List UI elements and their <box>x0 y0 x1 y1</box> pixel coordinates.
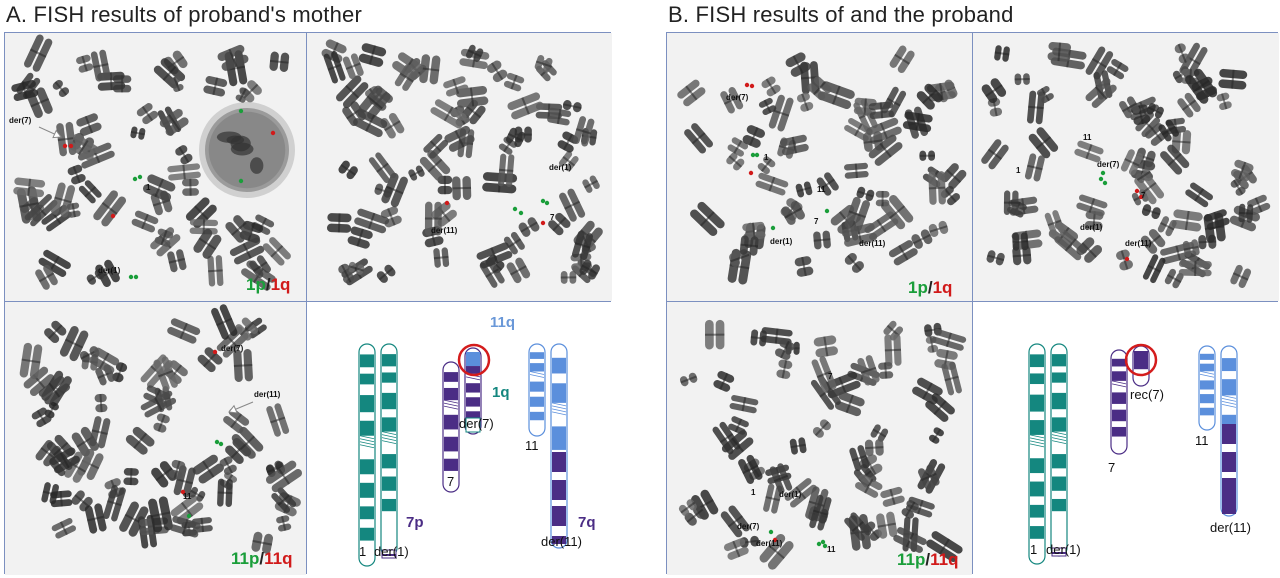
panel-a-metaphase-2: der(1) 7 der(11) <box>307 33 612 301</box>
panel-b-grid: der(7) 1 der(1) 7 11 der(11) 1p/1q 11 1 … <box>666 32 1279 575</box>
probe-legend-11p11q: 11p/11q <box>897 550 959 569</box>
panel-a-metaphase-1: der(7) 1 der(1) 1p/1q <box>5 33 306 301</box>
interphase-nucleus <box>199 102 295 198</box>
label-der1: der(1) <box>98 266 121 275</box>
label-chr1: 1 <box>146 183 151 192</box>
panel-b-ideogram: 1 der(1) 7 rec(7) 11 der(11) <box>973 302 1279 575</box>
label-der7: der(7) <box>9 116 32 125</box>
label-chr7: 7 <box>814 217 819 226</box>
chromosome-spread <box>678 319 967 570</box>
probe-legend-1p1q: 1p/1q <box>908 278 953 297</box>
label-chr11: 11 <box>1083 133 1092 142</box>
label-der1: der(1) <box>1080 223 1103 232</box>
label-der11: der(11) <box>254 390 281 399</box>
ideo-label-1: 1 <box>359 544 367 559</box>
label-chr7: 7 <box>550 213 555 222</box>
label-der7: der(7) <box>737 522 760 531</box>
panel-b-metaphase-1: der(7) 1 der(1) 7 11 der(11) 1p/1q <box>667 33 972 301</box>
ideo-label-der11: der(11) <box>1210 520 1251 535</box>
panel-b-metaphase-3: 7 1 der(1) der(7) der(11) 11 11p/11q <box>667 302 972 575</box>
arm-label-7p: 7p <box>406 514 424 531</box>
ideogram-diagram <box>358 343 568 567</box>
label-chr7: 7 <box>1141 191 1146 200</box>
label-der11: der(11) <box>431 226 458 235</box>
chromosome-spread <box>321 39 603 288</box>
chromosome-spread <box>677 45 967 285</box>
label-der11: der(11) <box>1125 239 1152 248</box>
label-der1: der(1) <box>779 490 802 499</box>
panel-a-metaphase-3: der(7) der(11) 11 11p/11q <box>5 302 306 575</box>
ideogram-diagram <box>1028 343 1238 565</box>
label-der1: der(1) <box>770 237 793 246</box>
panel-b-metaphase-2: 11 1 der(7) 7 der(1) der(11) <box>973 33 1279 301</box>
chromosome-spread <box>19 304 303 554</box>
arm-label-1q: 1q <box>492 384 510 401</box>
label-chr11: 11 <box>183 492 192 501</box>
arm-label-11q: 11q <box>490 314 516 331</box>
chromosome-spread <box>981 41 1271 289</box>
panel-b-title: B. FISH results of and the proband <box>668 2 1014 27</box>
metaphase-image <box>667 33 972 301</box>
label-der11: der(11) <box>859 239 886 248</box>
ideo-label-1: 1 <box>1030 542 1038 557</box>
metaphase-image <box>5 302 306 575</box>
ideo-label-der1: der(1) <box>374 544 409 559</box>
ideo-label-der11: der(11) <box>541 534 582 549</box>
label-chr1: 1 <box>764 153 769 162</box>
probe-legend-11p11q: 11p/11q <box>231 549 293 568</box>
label-der7: der(7) <box>1097 160 1120 169</box>
panel-a-ideogram: 1 der(1) 7 der(7) 11 der(11) 11q 1q 7p 7… <box>307 302 612 575</box>
metaphase-image <box>973 33 1279 301</box>
panel-a-grid: der(7) 1 der(1) 1p/1q der(1) 7 der(11) d… <box>4 32 612 575</box>
arm-label-7q: 7q <box>578 514 596 531</box>
label-chr1: 1 <box>751 488 756 497</box>
label-chr7: 7 <box>828 372 833 381</box>
label-der1: der(1) <box>549 163 572 172</box>
label-der7: der(7) <box>726 93 749 102</box>
metaphase-image <box>5 33 306 301</box>
ideo-label-7: 7 <box>1108 460 1116 475</box>
label-chr11: 11 <box>817 185 826 194</box>
label-der11: der(11) <box>756 539 783 548</box>
ideo-label-der1: der(1) <box>1046 542 1081 557</box>
metaphase-image <box>667 302 972 575</box>
label-der7: der(7) <box>221 344 244 353</box>
ideo-label-der7: der(7) <box>459 416 494 431</box>
label-chr1: 1 <box>1016 166 1021 175</box>
metaphase-image <box>307 33 612 301</box>
ideo-label-7: 7 <box>447 474 455 489</box>
probe-legend-1p1q: 1p/1q <box>246 275 291 294</box>
label-chr11: 11 <box>827 545 836 554</box>
chromosome-spread <box>11 34 291 291</box>
panel-a-title: A. FISH results of proband's mother <box>6 2 363 27</box>
ideo-label-11: 11 <box>1195 433 1209 448</box>
ideo-label-11: 11 <box>525 438 539 453</box>
ideo-label-rec7: rec(7) <box>1130 387 1164 402</box>
